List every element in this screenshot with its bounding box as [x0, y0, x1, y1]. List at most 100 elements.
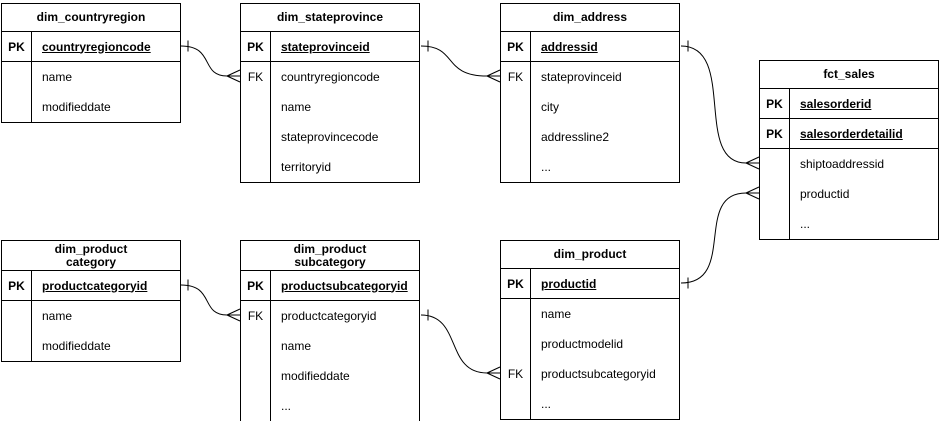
key-badge: FK: [241, 301, 271, 331]
crow-foot[interactable]: [745, 186, 760, 200]
table-dim-product[interactable]: dim_product PK productid name productmod…: [500, 240, 680, 420]
table-row[interactable]: ...: [501, 152, 679, 182]
edge-line[interactable]: [180, 45, 228, 77]
edge-line[interactable]: [420, 45, 488, 77]
table-row[interactable]: name: [241, 331, 419, 361]
attribute-name: addressline2: [541, 130, 610, 144]
key-badge: [501, 152, 531, 182]
table-row[interactable]: name: [501, 299, 679, 329]
key-badge: PK: [501, 269, 531, 298]
crow-foot[interactable]: [226, 308, 241, 322]
attribute-name: territoryid: [281, 160, 332, 174]
table-row[interactable]: territoryid: [241, 152, 419, 182]
table-title: dim_countryregion: [2, 4, 180, 32]
edge-line[interactable]: [680, 192, 747, 284]
table-title: dim_stateprovince: [241, 4, 419, 32]
attribute-name: countryregioncode: [281, 70, 380, 84]
table-row[interactable]: PK productsubcategoryid: [241, 271, 419, 301]
key-badge: [501, 299, 531, 329]
attribute-name: productmodelid: [541, 337, 624, 351]
rel-address-fctsales[interactable]: [680, 40, 760, 170]
table-row[interactable]: FK countryregioncode: [241, 62, 419, 92]
table-row[interactable]: PK salesorderdetailid: [760, 119, 938, 149]
table-dim-product-subcategory[interactable]: dim_product subcategory PK productsubcat…: [240, 240, 420, 421]
attribute-name: countryregioncode: [42, 39, 151, 54]
rel-subcategory-product[interactable]: [420, 309, 501, 380]
attribute-name: ...: [541, 160, 552, 174]
table-title: dim_product subcategory: [241, 241, 419, 271]
key-badge: [760, 179, 790, 209]
attribute-name: modifieddate: [281, 369, 350, 383]
edge-line[interactable]: [180, 284, 228, 316]
key-badge: [501, 329, 531, 359]
crow-foot[interactable]: [745, 156, 760, 170]
rel-stateprovince-address[interactable]: [420, 40, 501, 83]
attribute-name: ...: [541, 397, 552, 411]
table-row[interactable]: PK stateprovinceid: [241, 32, 419, 62]
rel-product-fctsales[interactable]: [680, 186, 760, 289]
attribute-name: name: [281, 100, 312, 114]
table-row[interactable]: FK stateprovinceid: [501, 62, 679, 92]
rel-category-subcategory[interactable]: [180, 279, 241, 322]
attribute-name: modifieddate: [42, 339, 111, 353]
key-badge: PK: [760, 119, 790, 148]
table-row[interactable]: name: [241, 92, 419, 122]
table-row[interactable]: ...: [760, 209, 938, 239]
table-dim-stateprovince[interactable]: dim_stateprovince PK stateprovinceid FK …: [240, 3, 420, 183]
edge-line[interactable]: [420, 314, 488, 374]
table-row[interactable]: PK salesorderid: [760, 89, 938, 119]
crow-foot[interactable]: [226, 69, 241, 83]
attribute-name: productsubcategoryid: [281, 278, 408, 293]
table-row[interactable]: ...: [501, 389, 679, 419]
table-row[interactable]: PK addressid: [501, 32, 679, 62]
attribute-name: salesorderid: [800, 96, 872, 111]
table-row[interactable]: FK productcategoryid: [241, 301, 419, 331]
crow-foot[interactable]: [486, 366, 501, 380]
table-row[interactable]: productid: [760, 179, 938, 209]
table-dim-countryregion[interactable]: dim_countryregion PK countryregioncode n…: [1, 3, 181, 123]
edge-line[interactable]: [680, 45, 747, 164]
table-row[interactable]: productmodelid: [501, 329, 679, 359]
rel-countryregion-stateprovince[interactable]: [180, 40, 241, 83]
attribute-name: productid: [541, 276, 597, 291]
table-row[interactable]: FK productsubcategoryid: [501, 359, 679, 389]
table-row[interactable]: addressline2: [501, 122, 679, 152]
table-row[interactable]: stateprovincecode: [241, 122, 419, 152]
table-dim-product-category[interactable]: dim_product category PK productcategoryi…: [1, 240, 181, 362]
key-badge: PK: [501, 32, 531, 61]
attribute-name: salesorderdetailid: [800, 126, 903, 141]
attribute-name: stateprovinceid: [281, 39, 370, 54]
table-row[interactable]: modifieddate: [241, 361, 419, 391]
table-row[interactable]: PK productid: [501, 269, 679, 299]
table-row[interactable]: PK productcategoryid: [2, 271, 180, 301]
table-dim-address[interactable]: dim_address PK addressid FK stateprovinc…: [500, 3, 680, 183]
table-row[interactable]: shiptoaddressid: [760, 149, 938, 179]
key-badge: [241, 391, 271, 421]
key-badge: [2, 301, 32, 331]
key-badge: FK: [241, 62, 271, 92]
table-row[interactable]: modifieddate: [2, 92, 180, 122]
attribute-name: name: [541, 307, 572, 321]
table-row[interactable]: city: [501, 92, 679, 122]
table-row[interactable]: name: [2, 62, 180, 92]
attribute-name: modifieddate: [42, 100, 111, 114]
key-badge: [241, 152, 271, 182]
key-badge: FK: [501, 359, 531, 389]
attribute-name: stateprovincecode: [281, 130, 379, 144]
attribute-name: shiptoaddressid: [800, 157, 885, 171]
key-badge: [241, 92, 271, 122]
table-row[interactable]: modifieddate: [2, 331, 180, 361]
table-row[interactable]: name: [2, 301, 180, 331]
attribute-name: productsubcategoryid: [541, 367, 656, 381]
table-row[interactable]: PK countryregioncode: [2, 32, 180, 62]
table-fct-sales[interactable]: fct_sales PK salesorderid PK salesorderd…: [759, 60, 939, 240]
key-badge: [241, 331, 271, 361]
crow-foot[interactable]: [486, 69, 501, 83]
attribute-name: ...: [800, 217, 811, 231]
attribute-name: ...: [281, 399, 292, 413]
attribute-name: name: [281, 339, 312, 353]
table-row[interactable]: ...: [241, 391, 419, 421]
key-badge: PK: [241, 32, 271, 61]
attribute-name: city: [541, 100, 559, 114]
